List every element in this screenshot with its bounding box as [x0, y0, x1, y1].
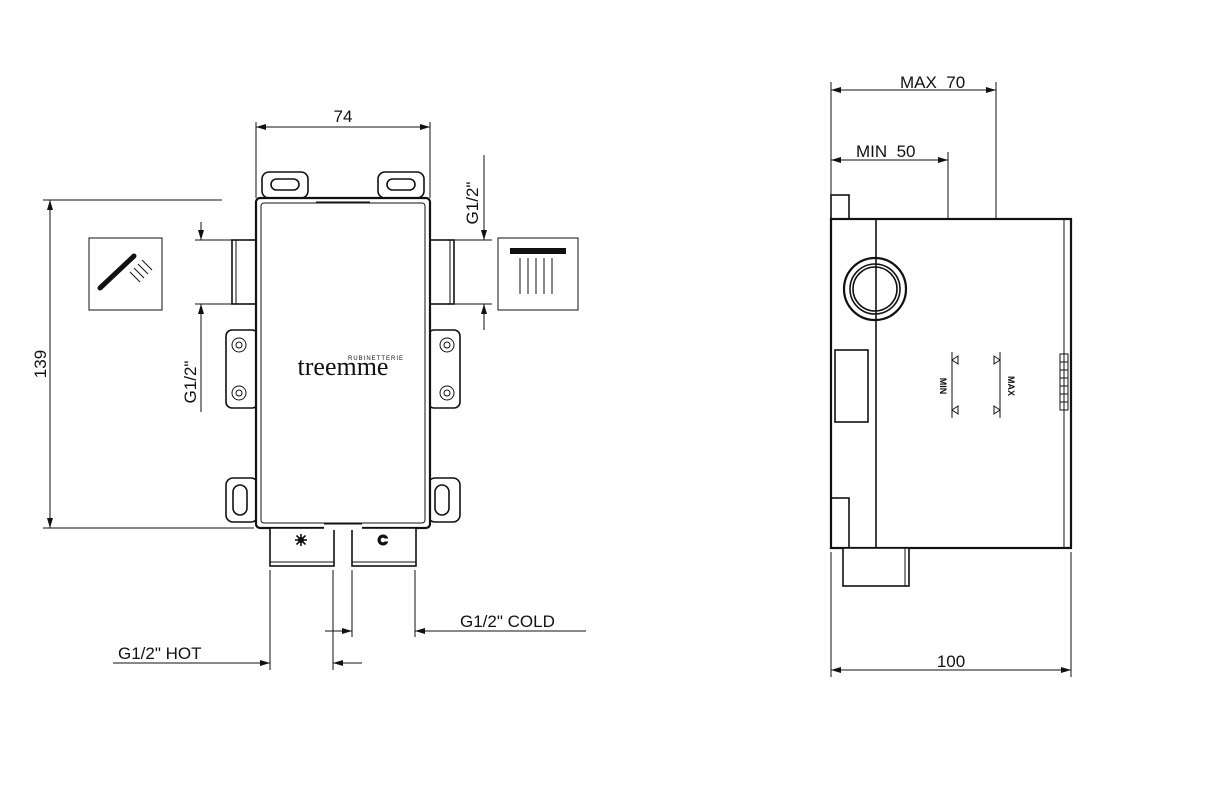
min-mark-text: MIN [938, 378, 948, 395]
cold-label: G1/2" COLD [460, 612, 555, 631]
cold-dimension: G1/2" COLD [325, 570, 586, 637]
hand-shower-icon [88, 237, 163, 311]
min-mark: MIN [938, 352, 959, 418]
width-dim-text: 74 [334, 107, 353, 126]
top-mounting-ears [261, 171, 425, 199]
front-view: 74 139 [31, 107, 586, 670]
depth-dimension: 100 [830, 552, 1072, 677]
min-dim-text: MIN 50 [856, 142, 916, 161]
right-port-label: G1/2" [463, 182, 482, 225]
height-dim-text: 139 [31, 350, 50, 378]
side-outlets [231, 239, 455, 305]
max-mark: MAX [993, 352, 1016, 418]
side-body [829, 194, 1073, 587]
left-port-label: G1/2" [181, 361, 200, 404]
bottom-inlets [269, 523, 417, 567]
snowflake-icon [377, 534, 389, 546]
overhead-shower-icon [497, 237, 579, 311]
sun-icon [295, 534, 307, 546]
left-port-dimension: G1/2" [181, 222, 232, 412]
brand-small-text: RUBINETTERIE [348, 356, 404, 362]
hot-label: G1/2" HOT [118, 644, 202, 663]
hot-dimension: G1/2" HOT [113, 570, 362, 670]
right-port-dimension: G1/2" [454, 155, 492, 330]
width-dimension: 74 [255, 107, 431, 198]
main-body [254, 196, 432, 530]
max-dim-text: MAX 70 [900, 73, 965, 92]
bottom-mounting-ears [225, 477, 461, 523]
side-view: MAX 70 MIN 50 [829, 73, 1073, 677]
brand-logo-text: treemme [298, 352, 389, 381]
depth-dim-text: 100 [937, 652, 965, 671]
height-dimension: 139 [31, 199, 254, 529]
max-mark-text: MAX [1006, 376, 1016, 396]
